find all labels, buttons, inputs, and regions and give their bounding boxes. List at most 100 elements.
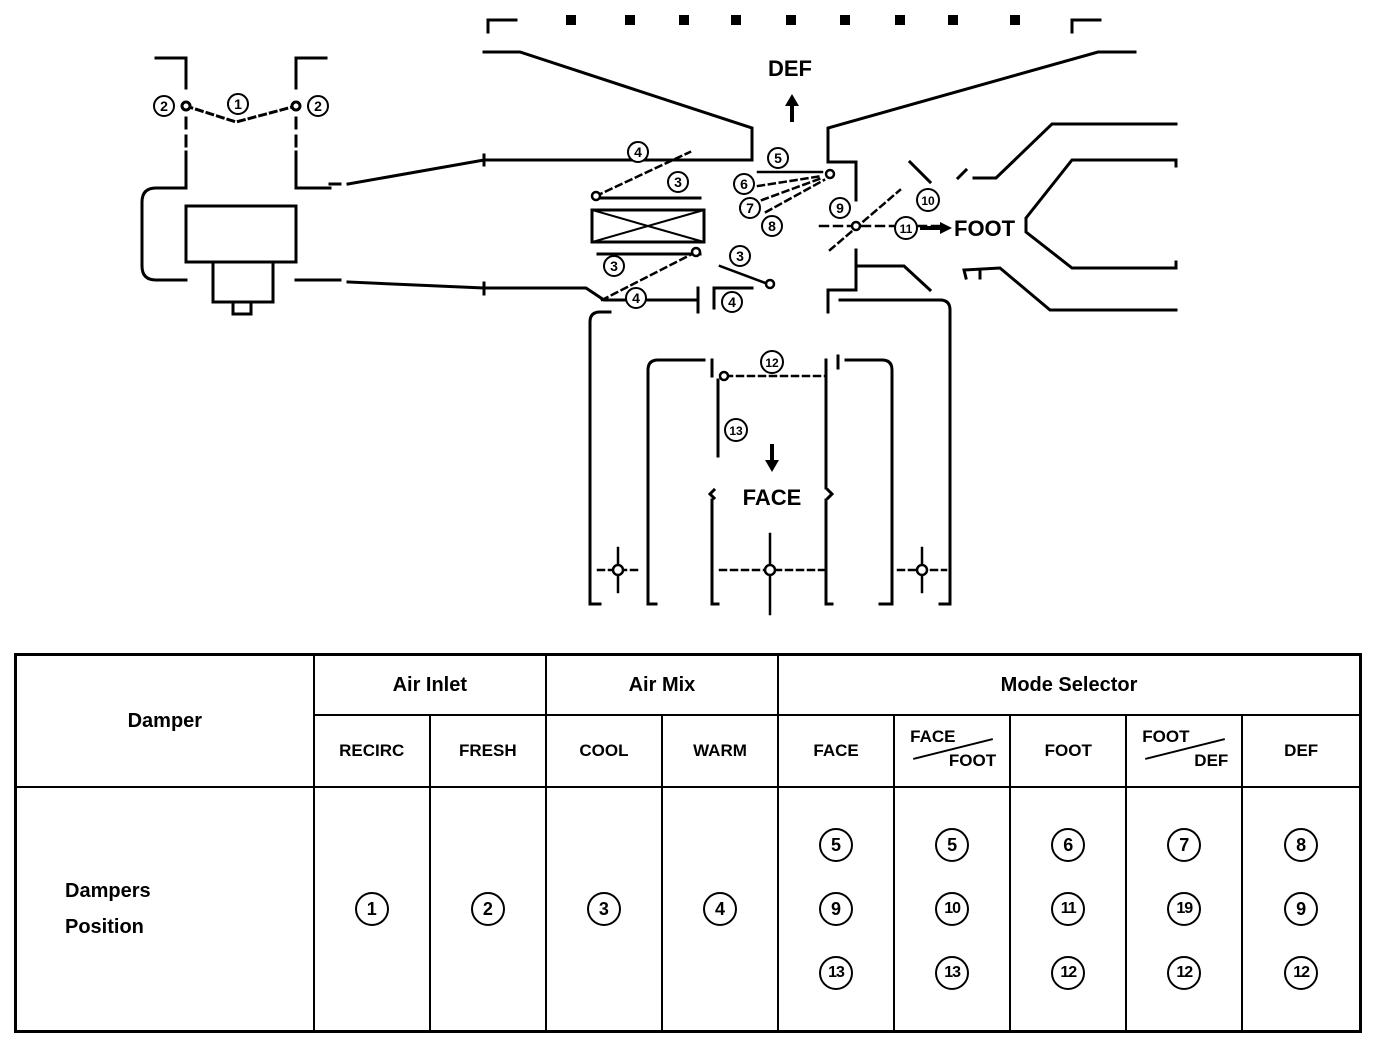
svg-text:3: 3 xyxy=(674,174,682,190)
marker-3-top: 3 xyxy=(667,171,689,193)
svg-text:3: 3 xyxy=(736,248,744,264)
pos-fresh: 2 xyxy=(428,786,547,1033)
face-arrow-head xyxy=(765,460,779,472)
position-marker: 3 xyxy=(586,892,621,926)
foot-duct xyxy=(826,122,1178,606)
col-def: DEF xyxy=(1241,714,1362,788)
dampers-position-label: Dampers Position xyxy=(14,786,315,1033)
svg-text:4: 4 xyxy=(632,290,640,306)
col-face-foot: FACE FOOT xyxy=(893,714,1012,788)
face-dampers xyxy=(716,370,828,458)
position-marker: 6 xyxy=(1051,828,1086,862)
marker-2-right: 2 xyxy=(307,95,329,117)
position-marker: 12 xyxy=(1167,956,1202,990)
heater-core xyxy=(590,196,706,256)
pos-warm: 4 xyxy=(660,786,780,1033)
marker-4-right: 4 xyxy=(721,291,743,313)
foot-label: FOOT xyxy=(954,216,1016,241)
foot-def-fraction: FOOT DEF xyxy=(1136,725,1232,773)
svg-text:4: 4 xyxy=(634,144,642,160)
marker-9: 9 xyxy=(829,197,851,219)
marker-13: 13 xyxy=(724,418,748,442)
pos-foot-def: 7 19 12 xyxy=(1125,786,1244,1033)
air-inlet-header: Air Inlet xyxy=(312,653,547,716)
position-marker: 1 xyxy=(354,892,389,926)
pos-face: 5 9 13 xyxy=(777,786,896,1033)
marker-7: 7 xyxy=(739,197,761,219)
position-marker: 9 xyxy=(819,892,854,926)
svg-text:12: 12 xyxy=(765,356,779,370)
col-foot: FOOT xyxy=(1009,714,1128,788)
svg-text:2: 2 xyxy=(314,98,322,114)
marker-6: 6 xyxy=(733,173,755,195)
svg-text:11: 11 xyxy=(900,222,913,236)
svg-text:2: 2 xyxy=(160,98,168,114)
def-arrow-head xyxy=(785,94,799,106)
face-label: FACE xyxy=(743,485,802,510)
col-recirc: RECIRC xyxy=(312,714,431,788)
mode-dampers xyxy=(756,168,942,252)
marker-10: 10 xyxy=(916,188,940,212)
marker-4-top: 4 xyxy=(627,141,649,163)
foot-arrow-head xyxy=(940,222,952,234)
row-label-line1: Dampers xyxy=(65,880,151,902)
svg-text:4: 4 xyxy=(728,294,736,310)
damper-markers: 1 2 2 3 3 3 4 4 4 5 6 7 8 9 10 11 12 13 xyxy=(153,93,940,442)
position-marker: 5 xyxy=(935,828,970,862)
position-marker: 4 xyxy=(702,892,737,926)
mode-selector-header: Mode Selector xyxy=(777,653,1362,716)
position-marker: 12 xyxy=(1284,956,1319,990)
svg-text:5: 5 xyxy=(774,150,782,166)
foot-def-top: FOOT xyxy=(1142,726,1190,746)
face-duct xyxy=(588,306,952,606)
face-foot-bottom: FOOT xyxy=(948,750,997,770)
marker-5: 5 xyxy=(767,147,789,169)
pos-recirc: 1 xyxy=(312,786,431,1033)
col-warm: WARM xyxy=(660,714,780,788)
marker-12: 12 xyxy=(760,350,784,374)
marker-2-left: 2 xyxy=(153,95,175,117)
face-foot-top: FACE xyxy=(910,726,956,746)
air-mix-header: Air Mix xyxy=(544,653,780,716)
marker-11: 11 xyxy=(894,216,918,240)
col-foot-def: FOOT DEF xyxy=(1125,714,1244,788)
position-marker: 11 xyxy=(1051,892,1086,926)
position-marker: 19 xyxy=(1167,892,1202,926)
position-marker: 5 xyxy=(819,828,854,862)
svg-text:1: 1 xyxy=(234,96,242,112)
pos-face-foot: 5 10 13 xyxy=(893,786,1012,1033)
blower-assembly xyxy=(140,186,332,316)
svg-text:10: 10 xyxy=(921,194,935,208)
position-marker: 7 xyxy=(1167,828,1202,862)
svg-text:7: 7 xyxy=(746,200,754,216)
col-cool: COOL xyxy=(544,714,663,788)
position-marker: 8 xyxy=(1284,828,1319,862)
col-face: FACE xyxy=(777,714,896,788)
svg-text:8: 8 xyxy=(768,218,776,234)
def-duct xyxy=(482,50,1137,164)
foot-def-bottom: DEF xyxy=(1194,750,1229,770)
position-marker: 13 xyxy=(819,956,854,990)
pos-foot: 6 11 12 xyxy=(1009,786,1128,1033)
pos-def: 8 9 12 xyxy=(1241,786,1362,1033)
marker-3-right: 3 xyxy=(729,245,751,267)
svg-text:6: 6 xyxy=(740,176,748,192)
position-marker: 2 xyxy=(470,892,505,926)
air-inlet-box xyxy=(154,56,328,190)
row-label-line2: Position xyxy=(65,916,144,938)
air-mix-dampers xyxy=(590,150,776,302)
face-foot-fraction: FACE FOOT xyxy=(904,725,1000,773)
position-marker: 9 xyxy=(1284,892,1319,926)
marker-3-bottom: 3 xyxy=(603,255,625,277)
damper-position-table: Damper Air Inlet Air Mix Mode Selector R… xyxy=(14,653,1362,1033)
position-marker: 13 xyxy=(935,956,970,990)
svg-text:13: 13 xyxy=(729,424,743,438)
position-marker: 12 xyxy=(1051,956,1086,990)
pos-cool: 3 xyxy=(544,786,663,1033)
svg-text:3: 3 xyxy=(610,258,618,274)
marker-1: 1 xyxy=(227,93,249,115)
position-marker: 10 xyxy=(935,892,970,926)
def-label: DEF xyxy=(768,56,812,81)
air-flow-diagram: 1 2 2 3 3 3 4 4 4 5 6 7 8 9 10 11 12 13 … xyxy=(140,15,1178,616)
col-fresh: FRESH xyxy=(428,714,547,788)
